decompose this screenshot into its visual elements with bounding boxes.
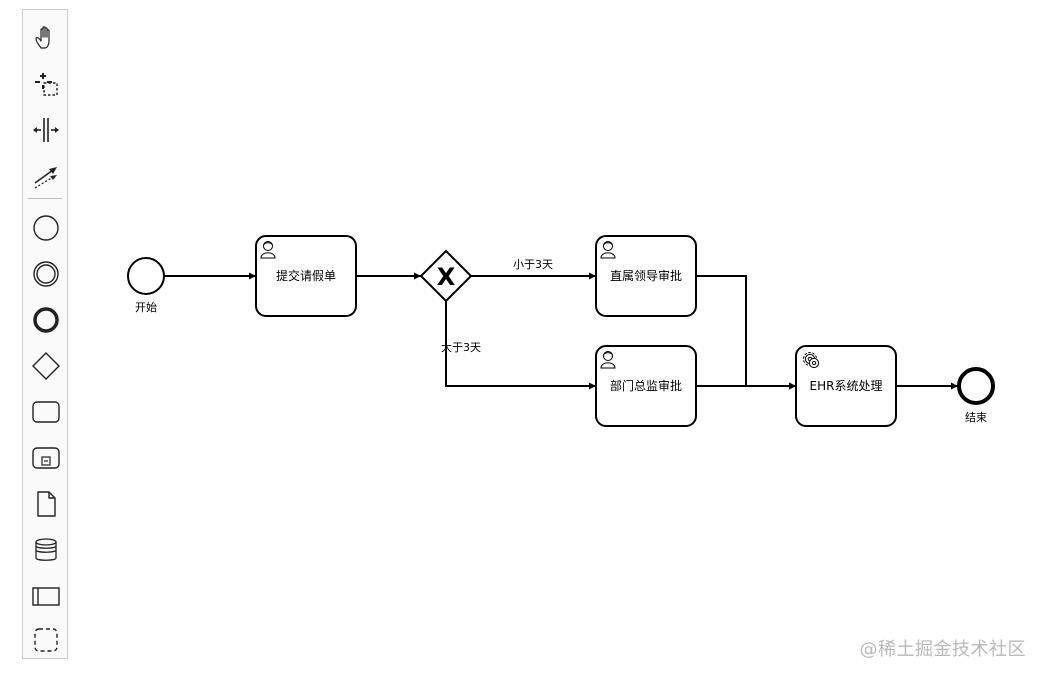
flow-direct-leader-to-ehr[interactable] — [696, 275, 796, 390]
task-submit-leave-form[interactable]: 提交请假单 — [255, 235, 357, 317]
end-event-label: 结束 — [965, 411, 987, 424]
flow-gateway-to-dept-director[interactable] — [445, 301, 596, 390]
end-event-icon — [33, 307, 59, 333]
hand-icon — [35, 26, 50, 49]
space-tool[interactable] — [23, 110, 69, 150]
task-direct-leader-approval[interactable]: 直属领导审批 — [595, 235, 697, 317]
sequence-flows — [164, 272, 958, 390]
exclusive-gateway[interactable]: X — [419, 249, 473, 303]
data-object-icon — [37, 491, 56, 517]
start-event-label: 开始 — [135, 300, 157, 314]
participant-icon — [32, 587, 60, 606]
user-icon — [600, 351, 616, 369]
create-end-event[interactable] — [23, 300, 69, 340]
palette — [22, 9, 68, 659]
create-participant[interactable] — [23, 576, 69, 616]
task-label: 直属领导审批 — [610, 268, 682, 283]
task-label: 提交请假单 — [276, 268, 336, 283]
data-store-icon — [35, 538, 57, 561]
flow-label-more-than-3[interactable]: 大于3天 — [441, 340, 481, 354]
user-icon — [260, 241, 276, 259]
task-icon — [32, 401, 60, 423]
create-intermediate-event[interactable] — [23, 254, 69, 294]
hand-tool[interactable] — [23, 18, 69, 58]
create-subprocess[interactable] — [23, 438, 69, 478]
palette-separator — [28, 198, 62, 199]
task-label: EHR系统处理 — [810, 379, 883, 393]
create-gateway[interactable] — [23, 346, 69, 386]
lasso-icon — [35, 73, 58, 96]
gateway-icon — [32, 352, 60, 380]
intermediate-event-icon — [33, 261, 59, 287]
task-ehr-system-processing[interactable]: EHR系统处理 — [795, 345, 897, 427]
connect-tool[interactable] — [23, 156, 69, 196]
start-event[interactable] — [127, 257, 165, 295]
create-group[interactable] — [23, 620, 69, 660]
flow-label-less-than-3[interactable]: 小于3天 — [513, 258, 553, 271]
create-data-object[interactable] — [23, 484, 69, 524]
watermark-text: @稀土掘金技术社区 — [859, 639, 1026, 660]
gateway-x-icon: X — [437, 263, 456, 291]
lasso-tool[interactable] — [23, 64, 69, 104]
start-event-icon — [33, 215, 59, 241]
create-task[interactable] — [23, 392, 69, 432]
create-start-event[interactable] — [23, 208, 69, 248]
user-icon — [600, 241, 616, 259]
create-data-store[interactable] — [23, 530, 69, 570]
task-label: 部门总监审批 — [610, 378, 682, 393]
end-event[interactable] — [957, 367, 995, 405]
subprocess-icon — [32, 447, 60, 469]
gear-icon — [803, 352, 820, 369]
task-dept-director-approval[interactable]: 部门总监审批 — [595, 345, 697, 427]
connect-icon — [34, 167, 57, 189]
space-icon — [33, 118, 59, 142]
group-icon — [34, 628, 58, 652]
